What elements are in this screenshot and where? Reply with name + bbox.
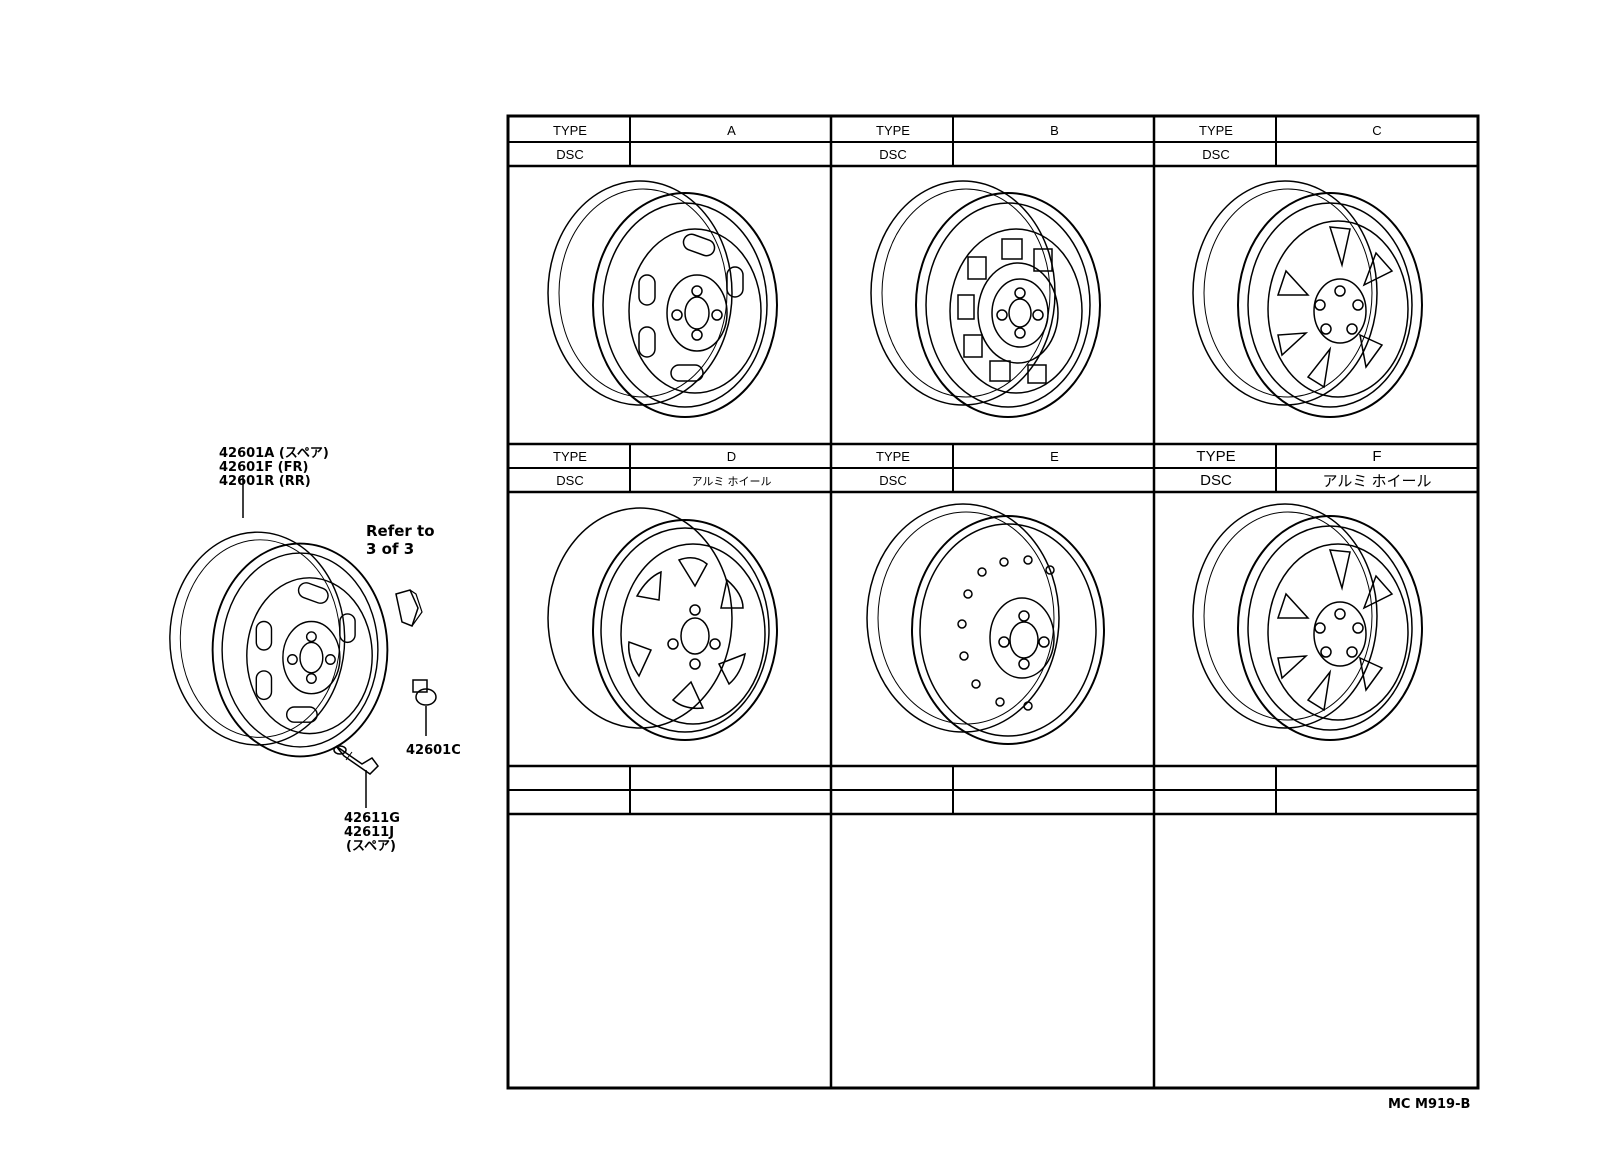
callout-main-rear: 42601R (RR) [219,474,311,489]
type-value-c: C [1372,122,1382,138]
wheel-image-c [1192,180,1423,418]
dsc-label-f: DSC [1200,472,1232,489]
callout-valve-1: 42611G [344,811,400,826]
type-label-c: TYPE [1199,122,1233,138]
dsc-label-a: DSC [556,147,584,162]
type-value-f: F [1372,448,1382,465]
main-wheel-drawing [168,531,389,758]
type-label-e: TYPE [876,449,910,464]
callout-main-spare: 42601A (スペア) [219,446,329,461]
dsc-value-e [955,469,1154,492]
type-label-a: TYPE [553,122,587,138]
wheel-image-e [866,503,1105,745]
callout-valve-3: (スペア) [346,839,396,854]
hub-nut-drawing [412,679,437,706]
type-value-a: A [727,122,736,138]
valve-stem-drawing [333,745,379,775]
wheel-image-d [547,507,778,741]
type-value-e: E [1050,449,1059,464]
callout-main-front: 42601F (FR) [219,460,309,475]
dsc-value-a [632,143,831,166]
dsc-value-d: アルミ ホイール [691,475,772,488]
wheel-image-a [547,180,778,418]
type-value-d: D [726,449,737,464]
diagram-code: MC M919-B [1388,1097,1471,1112]
callout-hub-nut: 42601C [406,743,461,758]
dsc-label-e: DSC [879,473,907,488]
dsc-value-c [1278,143,1476,166]
dsc-label-d: DSC [556,473,584,488]
type-label-f: TYPE [1196,448,1236,465]
wheel-image-b [870,180,1101,418]
wheel-image-f [1192,503,1423,741]
balance-weight-drawing [395,589,423,627]
dsc-label-b: DSC [879,147,907,162]
dsc-value-f: アルミ ホイール [1322,473,1432,490]
dsc-label-c: DSC [1202,147,1230,162]
type-label-d: TYPE [553,449,587,464]
type-table-grid [506,114,1480,1090]
type-value-b: B [1050,122,1059,138]
type-label-b: TYPE [876,122,910,138]
refer-note-line2: 3 of 3 [366,540,415,558]
callout-valve-2: 42611J [344,825,395,840]
dsc-value-b [955,143,1154,166]
refer-note-line1: Refer to [366,522,435,540]
